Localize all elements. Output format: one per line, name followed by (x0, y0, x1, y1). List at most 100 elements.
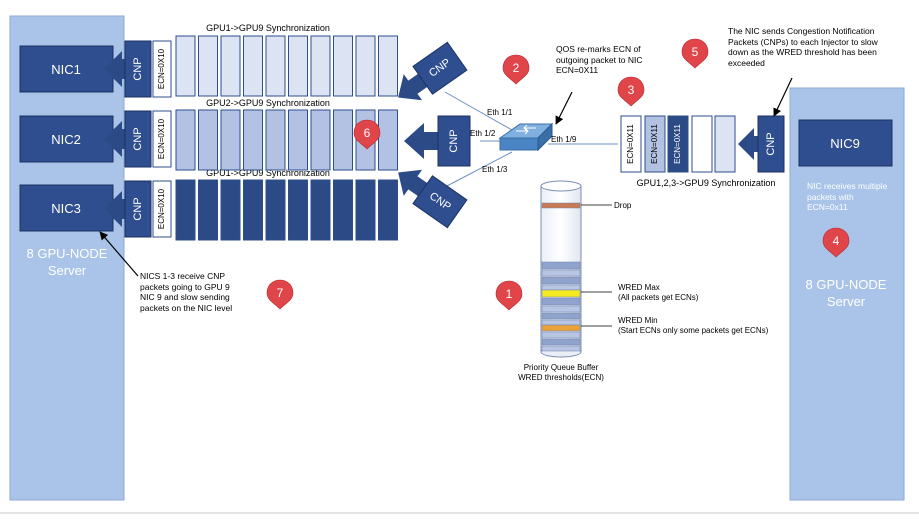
callout-7: 7 (266, 279, 294, 310)
buffer-layers (541, 202, 581, 352)
packet-3-9 (355, 179, 376, 241)
nic9-label: NIC9 (830, 136, 860, 151)
link-eth1-3 (444, 151, 513, 188)
port-eth1-9: Eth 1/9 (551, 135, 577, 144)
callout-number-2: 2 (513, 61, 520, 75)
arrow-qos-note (555, 91, 573, 125)
buffer-caption-1: Priority Queue Buffer (524, 363, 599, 372)
packet-2-8 (333, 109, 353, 171)
packet-1-9 (355, 35, 376, 97)
callout-number-7: 7 (277, 286, 284, 300)
cnp-note: The NIC sends Congestion Notification Pa… (728, 26, 908, 68)
packet-1-7 (310, 35, 331, 97)
packet-2-2 (198, 109, 218, 171)
right-packet-ecn-1: ECN=0X11 (626, 124, 635, 164)
nic9-note: NIC receives multiple packets with ECN=0… (807, 181, 902, 213)
cnp-switch-label-row2: CNP (448, 129, 460, 152)
packet-1-1 (175, 35, 196, 97)
nics-note: NICS 1-3 receive CNP packets going to GP… (140, 271, 270, 313)
packet-2-6 (288, 109, 308, 171)
nic9-note-line1: NIC receives multiple (807, 181, 888, 191)
sync-label-right: GPU1,2,3->GPU9 Synchronization (637, 178, 776, 188)
wred-max-sub: (All packets get ECNs) (618, 293, 699, 302)
callout-number-1: 1 (506, 287, 513, 301)
packet-2-3 (220, 109, 241, 171)
nic3-box: NIC3 (19, 184, 114, 232)
ecn-left-row3: ECN=0X10 (157, 188, 166, 229)
nic2-label: NIC2 (51, 132, 81, 147)
callout-marker-2 (502, 54, 530, 85)
buffer-layer-14 (541, 345, 581, 352)
cnp-note-line2: Packets (CNPs) to each Injector to slow (728, 36, 878, 47)
cnp-note-line4: exceeded (728, 57, 765, 68)
wred-max-layer (541, 289, 581, 298)
wred-min-label: WRED Min (618, 316, 658, 325)
buffer-layer-7 (541, 297, 581, 306)
buffer-layer-2 (541, 261, 581, 270)
port-eth1-3: Eth 1/3 (482, 165, 508, 174)
left-server-label-2: Server (48, 263, 87, 278)
buffer-layer-5 (541, 284, 581, 291)
buffer-layer-10 (541, 319, 581, 326)
callout-marker-5 (681, 38, 709, 69)
packet-3-1 (175, 179, 196, 241)
cnp-note-line1: The NIC sends Congestion Notification (728, 26, 875, 36)
buffer-layer-4 (541, 276, 581, 285)
packet-2-1 (175, 109, 196, 171)
right-packet-5 (714, 115, 736, 173)
buffer-layer-13 (541, 338, 581, 346)
nic9-box: NIC9 (798, 119, 893, 167)
nic9-note-line2: packets with (807, 191, 854, 202)
right-packet-1 (620, 115, 642, 173)
packet-2-5 (265, 109, 286, 171)
buffer-caption-2: WRED thresholds(ECN) (518, 373, 604, 382)
cnp-arrow-row1: CNP (104, 40, 152, 98)
arrow-cnp-note (773, 77, 793, 117)
qos-note-line2: outgoing packet to NIC (556, 54, 643, 65)
qos-note-line1: QOS re-marks ECN of (556, 44, 641, 54)
cnp-diag-arrow-row1: CNP (398, 41, 468, 101)
cnp-diag-arrow-row3: CNP (398, 169, 468, 229)
callout-3: 3 (617, 76, 645, 107)
packet-3-6 (288, 179, 308, 241)
packet-row-3 (175, 179, 398, 241)
packet-1-5 (265, 35, 286, 97)
packet-2-7 (310, 109, 331, 171)
callout-2: 2 (502, 54, 530, 85)
packet-1-3 (220, 35, 241, 97)
right-packet-2 (644, 115, 666, 173)
left-server-label: 8 GPU-NODE (27, 246, 108, 261)
buffer-layer-3 (541, 269, 581, 277)
buffer-layer-8 (541, 305, 581, 313)
cnp-label-row2: CNP (132, 127, 144, 150)
ecn-left-row1: ECN=0X10 (157, 48, 166, 89)
cnp-arrow-row3: CNP (104, 180, 152, 238)
callout-6: 6 (353, 119, 381, 150)
callout-number-6: 6 (364, 126, 371, 140)
right-packet-4 (691, 115, 713, 173)
right-server-label-2: Server (827, 294, 866, 309)
packet-1-10 (378, 35, 398, 97)
packet-1-8 (333, 35, 353, 97)
nics-note-line1: NICS 1-3 receive CNP (140, 271, 226, 281)
wred-min-sub: (Start ECNs only some packets get ECNs) (618, 326, 769, 335)
left-server (9, 15, 125, 501)
sync-label-row1: GPU1->GPU9 Synchronization (206, 23, 330, 33)
port-eth1-2: Eth 1/2 (470, 129, 496, 138)
callout-marker-4 (822, 227, 850, 258)
sync-label-row3: GPU1->GPU9 Synchronization (206, 168, 330, 178)
right-server-label: 8 GPU-NODE (806, 277, 887, 292)
right-packet-ecn-2: ECN=0X11 (650, 124, 659, 164)
packet-3-3 (220, 179, 241, 241)
cnp-label-right: CNP (765, 132, 777, 155)
packet-3-5 (265, 179, 286, 241)
packet-row-1 (175, 35, 398, 97)
packet-1-2 (198, 35, 218, 97)
callout-number-5: 5 (692, 45, 699, 59)
port-eth1-1: Eth 1/1 (487, 108, 513, 117)
packet-2-4 (243, 109, 263, 171)
nic9-note-line3: ECN=0x11 (807, 202, 848, 212)
